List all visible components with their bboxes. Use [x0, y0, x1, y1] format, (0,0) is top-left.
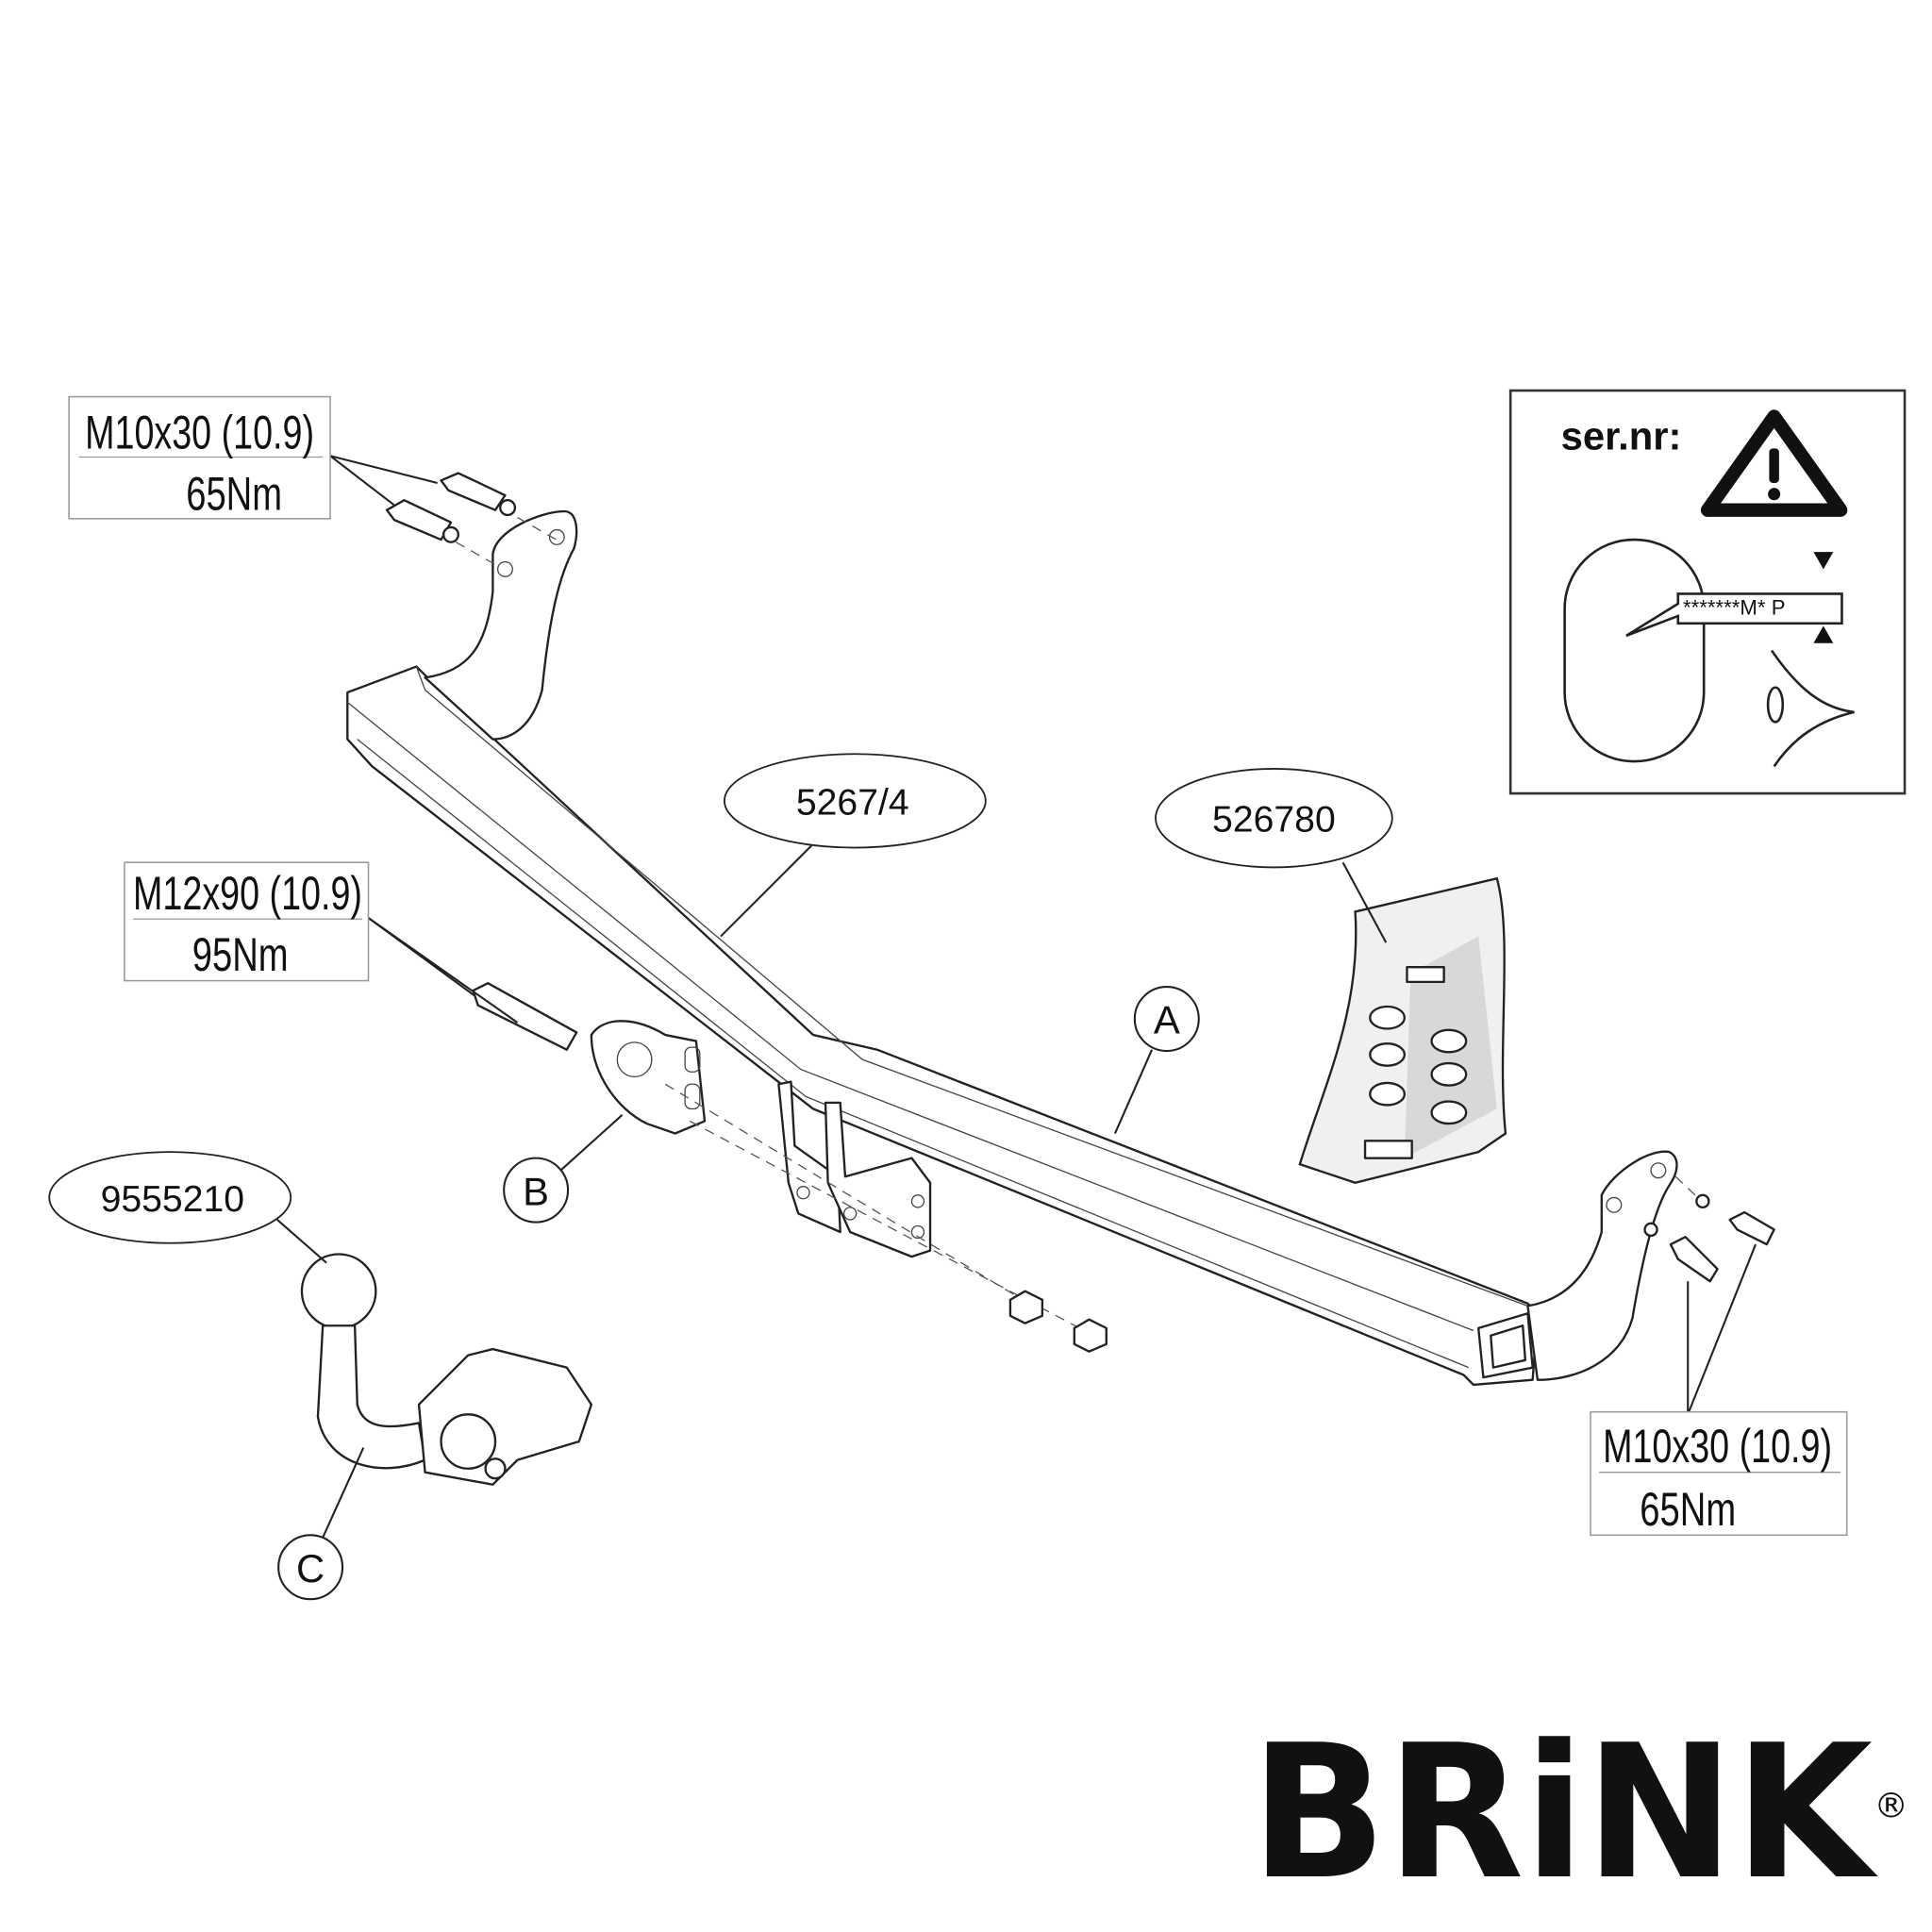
bolt-label-bottom-right: M10x30 (10.9) 65Nm [1590, 1410, 1848, 1537]
bolt-label-middle-left: M12x90 (10.9) 95Nm [124, 861, 370, 982]
brink-logo: BRiNK ® [1251, 1706, 1908, 1921]
svg-text:BRiNK: BRiNK [1251, 1706, 1879, 1921]
part-number-bracket-kit: 526780 [1155, 768, 1393, 869]
registered-mark: ® [1874, 1785, 1908, 1825]
right-mounting-bracket [1526, 1150, 1678, 1381]
part-number-crossbar: 5267/4 [724, 753, 987, 849]
svg-text:B: B [523, 1169, 549, 1213]
bolt-torque: 65Nm [1640, 1483, 1736, 1536]
serial-number-panel: ser.nr: *******M* P [1508, 389, 1907, 795]
svg-text:C: C [296, 1546, 325, 1591]
svg-text:9555210: 9555210 [101, 1179, 245, 1220]
bracket-kit-illustration [1298, 876, 1507, 1184]
towball-illustration [300, 1253, 593, 1486]
svg-text:526780: 526780 [1212, 800, 1336, 841]
callout-b: B [503, 1157, 570, 1224]
svg-text:5267/4: 5267/4 [796, 782, 909, 823]
leader-lines [276, 455, 1757, 1539]
fasteners [385, 472, 1775, 1353]
socket-mounting-plate [590, 1020, 707, 1135]
bolt-torque: 95Nm [192, 928, 289, 981]
svg-text:A: A [1154, 998, 1180, 1042]
bolt-torque: 65Nm [186, 468, 282, 521]
left-mounting-bracket [424, 509, 578, 741]
warning-triangle-icon [1700, 409, 1848, 517]
part-number-towball: 9555210 [48, 1151, 292, 1244]
center-brackets [777, 1080, 932, 1258]
bolt-spec: M10x30 (10.9) [85, 406, 314, 458]
serial-plate-text: *******M* P [1683, 596, 1786, 620]
bolt-spec: M12x90 (10.9) [133, 867, 362, 920]
bolt-spec: M10x30 (10.9) [1603, 1420, 1832, 1473]
eye-icon [1766, 649, 1855, 768]
callout-c: C [277, 1534, 344, 1601]
serial-title: ser.nr: [1561, 414, 1682, 458]
callout-a: A [1133, 986, 1200, 1053]
towball-outline-icon [1563, 538, 1706, 763]
bolt-label-top-left: M10x30 (10.9) 65Nm [68, 395, 331, 521]
